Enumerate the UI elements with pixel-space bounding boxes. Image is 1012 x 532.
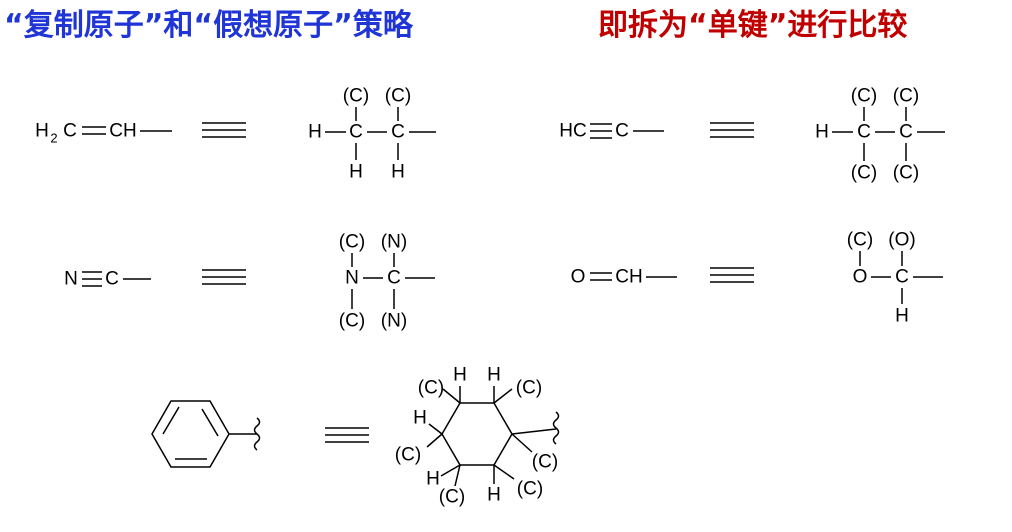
aldehyde-structure: O CH [571,267,677,288]
duplicate-atom-label: (C) [851,86,877,107]
atom-label: C [899,122,913,143]
atom-label: C [105,269,119,290]
duplicate-atom-label: (C) [395,445,421,466]
atom-label: C [387,268,401,289]
aldehyde-expanded: (C) (O) O C H [847,230,943,327]
wavy-bond-icon [253,417,261,451]
ring-outline [441,402,513,466]
bond-line [454,464,461,487]
atom-label: C [349,122,363,143]
duplicate-atom-label: (C) [516,378,542,399]
atom-label: CH [615,267,642,288]
ethylene-expanded: (C) (C) H C C H H [308,86,436,183]
equivalence-symbol [202,122,246,138]
atom-label: H [815,122,829,143]
bond-line [426,433,443,448]
equivalence-symbol [710,122,754,138]
ethylene-structure: H 2 C CH [35,121,172,146]
duplicate-atom-label: (C) [418,378,444,399]
atom-label: H [487,485,501,506]
atom-label: H [895,306,909,327]
bond-line [511,433,533,453]
atom-label: H [349,162,363,183]
atom-label: C [895,267,909,288]
bond-line [511,428,557,435]
duplicate-atom-label: (C) [339,232,365,253]
atom-label: HC [559,121,586,142]
equivalence-symbol [325,427,369,443]
duplicate-atom-label: (C) [532,452,558,473]
aromatic-inner-line [162,406,180,435]
atom-label: O [571,267,586,288]
atom-label: C [391,122,405,143]
duplicate-atom-label: (C) [339,311,365,332]
bond-line [428,423,443,435]
aromatic-inner-line [201,408,219,437]
bond-line [442,388,461,404]
duplicate-atom-label: (C) [893,86,919,107]
atom-label: H [35,121,49,142]
atom-label: C [615,121,629,142]
equivalence-symbol [710,267,754,283]
atom-label: C [857,122,871,143]
duplicate-atom-label: (C) [847,230,873,251]
ring-outline [151,400,230,468]
duplicate-atom-label: (N) [381,232,407,253]
benzene-expanded: H (C) H (C) H (C) (C) H (C) H (C) [395,365,560,508]
atom-label: H [487,365,501,386]
atom-label: H [308,122,322,143]
bond-line [493,388,513,404]
title-right: 即拆为“单键”进行比较 [598,8,908,43]
duplicate-atom-label: (C) [893,163,919,184]
bond-line [440,464,461,477]
atom-label: N [64,269,78,290]
title-left: “复制原子”和“假想原子”策略 [4,8,413,43]
subscript-2: 2 [50,131,57,146]
duplicate-atom-label: (C) [517,479,543,500]
atom-label: H [453,365,467,386]
atom-label: CH [109,121,136,142]
duplicate-atom-label: (O) [888,230,915,251]
atom-label: C [63,121,77,142]
atom-label: H [391,162,405,183]
atom-label: H [426,469,440,490]
atom-label: O [853,267,868,288]
atom-label: N [345,268,359,289]
nitrile-expanded: (C) (N) N C (C) (N) [339,232,435,332]
atom-label: H [413,408,427,429]
acetylene-structure: HC C [559,121,664,142]
acetylene-expanded: (C) (C) H C C (C) (C) [815,86,945,184]
wavy-bond-icon [552,411,560,445]
duplicate-atom-label: (N) [381,311,407,332]
nitrile-structure: N C [64,269,151,290]
duplicate-atom-label: (C) [385,86,411,107]
bond-line [493,464,515,480]
benzene-ring [151,400,261,468]
duplicate-atom-label: (C) [343,86,369,107]
equivalence-symbol [202,269,246,285]
duplicate-atom-label: (C) [851,163,877,184]
duplicate-atom-label: (C) [439,487,465,508]
